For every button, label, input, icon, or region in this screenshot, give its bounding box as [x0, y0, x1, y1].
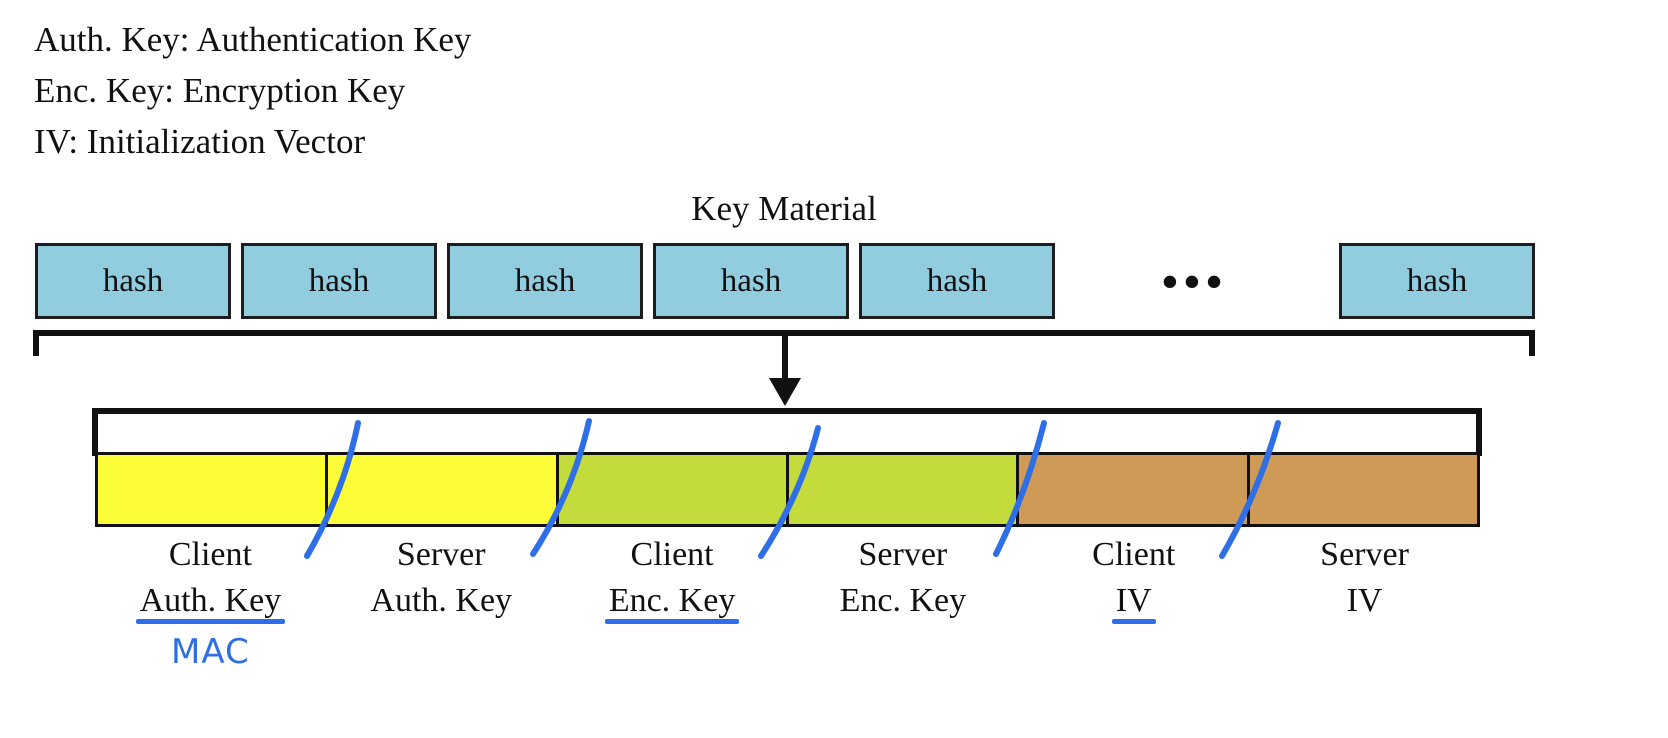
label-server-iv: Server IV — [1249, 532, 1480, 662]
hash-box-6: hash — [1339, 243, 1535, 319]
arrow-shaft — [782, 336, 788, 394]
hash-row: hash hash hash hash hash ••• hash — [0, 243, 1668, 319]
legend-line-enc-key: Enc. Key: Encryption Key — [34, 71, 406, 110]
label-client-enc-key: Client Enc. Key — [557, 532, 788, 662]
key-material-title: Key Material — [691, 189, 877, 228]
label-line1: Client — [630, 536, 714, 573]
label-client-iv: Client IV — [1018, 532, 1249, 662]
key-segment-server-iv — [1249, 455, 1477, 524]
bracket-hash-span — [33, 330, 1535, 356]
label-client-auth-key: Client Auth. Key MAC — [95, 532, 326, 669]
key-segment-labels: Client Auth. Key MAC Server Auth. Key Cl… — [95, 532, 1480, 669]
key-segment-server-auth-key — [328, 455, 559, 524]
label-line2: IV — [1346, 582, 1383, 619]
annotation-mac: MAC — [171, 632, 250, 672]
label-line2: Enc. Key — [839, 582, 967, 619]
hash-box-5: hash — [859, 243, 1055, 319]
label-line2: Enc. Key — [604, 578, 739, 624]
hash-box-3: hash — [447, 243, 643, 319]
label-line1: Server — [396, 536, 486, 573]
legend: Auth. Key: Authentication Key Enc. Key: … — [34, 14, 934, 167]
label-line2: Auth. Key — [370, 582, 513, 619]
ellipsis-indicator: ••• — [1161, 255, 1229, 307]
label-line1: Server — [1320, 536, 1409, 573]
key-segment-client-auth-key — [98, 455, 329, 524]
hash-box-4: hash — [653, 243, 849, 319]
key-segment-client-enc-key — [558, 455, 789, 524]
label-line1: Client — [168, 536, 252, 573]
label-server-enc-key: Server Enc. Key — [787, 532, 1018, 662]
label-line2: Auth. Key — [135, 578, 285, 624]
arrow-head-icon — [769, 378, 801, 406]
label-line1: Client — [1092, 536, 1176, 573]
key-segment-server-enc-key — [788, 455, 1020, 524]
key-material-bar — [95, 452, 1480, 527]
hash-box-1: hash — [35, 243, 231, 319]
label-server-auth-key: Server Auth. Key — [326, 532, 557, 662]
label-line2: IV — [1111, 578, 1156, 624]
bracket-keybar-span — [92, 408, 1482, 456]
legend-line-iv: IV: Initialization Vector — [34, 122, 366, 161]
key-segment-client-iv — [1019, 455, 1250, 524]
label-line1: Server — [858, 536, 948, 573]
hash-box-2: hash — [241, 243, 437, 319]
legend-line-auth-key: Auth. Key: Authentication Key — [34, 20, 472, 59]
